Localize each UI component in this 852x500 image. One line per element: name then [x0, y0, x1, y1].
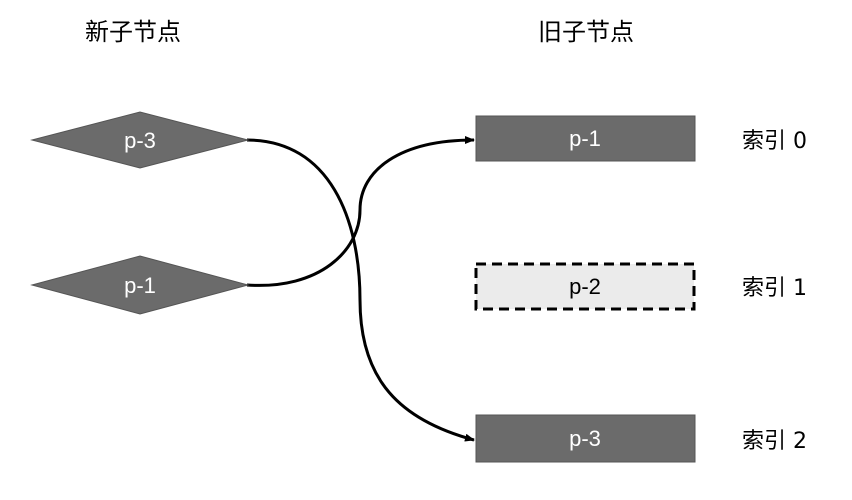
new-node-p-3: p-3: [30, 111, 250, 169]
old-node-label: p-2: [569, 274, 601, 299]
index-label-0: 索引 0: [742, 129, 807, 154]
edge-new-p1-to-old-p1: [246, 136, 475, 287]
old-node-p-3: p-3: [475, 414, 696, 463]
new-node-shape: [30, 255, 250, 315]
old-node-shape: [475, 115, 696, 162]
new-node-shape: [30, 111, 250, 169]
index-label-2: 索引 2: [742, 429, 807, 454]
old-node-shape: [475, 414, 696, 463]
old-children-heading: 旧子节点: [538, 18, 634, 46]
old-node-shape-dashed: [474, 262, 696, 311]
new-node-label: p-1: [124, 273, 156, 298]
old-node-p-2: p-2: [474, 262, 696, 311]
index-label-1: 索引 1: [742, 276, 807, 301]
new-node-label: p-3: [124, 128, 156, 153]
old-node-p-1: p-1: [475, 115, 696, 162]
new-node-p-1: p-1: [30, 255, 250, 315]
old-node-label: p-1: [569, 126, 601, 151]
new-children-heading: 新子节点: [85, 18, 181, 46]
edge-new-p3-to-old-p3: [246, 138, 475, 442]
old-node-label: p-3: [569, 426, 601, 451]
